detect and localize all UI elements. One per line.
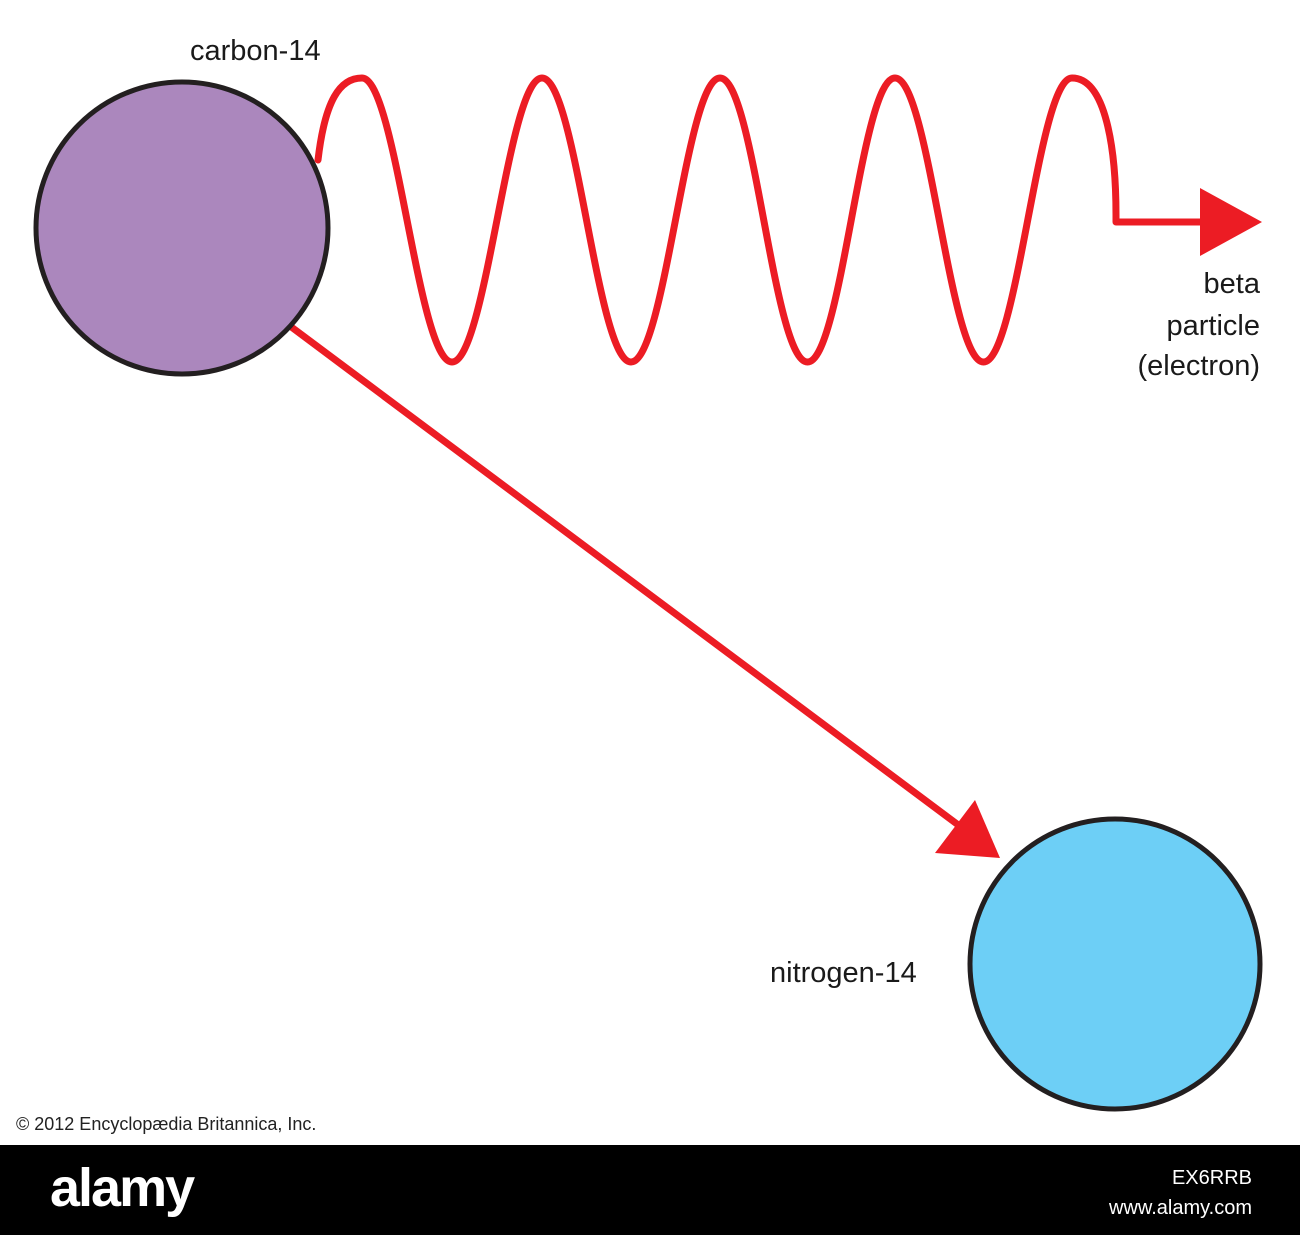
copyright-notice: © 2012 Encyclopædia Britannica, Inc. <box>16 1114 316 1134</box>
beta-arrowhead <box>1200 188 1262 256</box>
watermark-bar: alamy EX6RRB www.alamy.com <box>0 1145 1300 1235</box>
watermark-url: www.alamy.com <box>1109 1197 1252 1219</box>
beta-label-line2: particle <box>1167 310 1261 342</box>
nitrogen-14-atom <box>967 816 1263 1112</box>
carbon-14-label: carbon-14 <box>190 35 321 67</box>
watermark-logo: alamy <box>50 1158 195 1218</box>
nitrogen-14-label: nitrogen-14 <box>770 957 917 989</box>
beta-particle-wave <box>314 74 1209 366</box>
decay-arrow-line <box>287 323 968 833</box>
beta-label-line1: beta <box>1204 268 1261 300</box>
beta-label-line3: (electron) <box>1138 350 1261 382</box>
watermark-image-id: EX6RRB <box>1171 1167 1252 1189</box>
decay-diagram: carbon-14 nitrogen-14 beta particle (ele… <box>16 35 1263 1134</box>
carbon-14-atom <box>33 79 331 377</box>
decay-arrowhead <box>935 800 1000 858</box>
